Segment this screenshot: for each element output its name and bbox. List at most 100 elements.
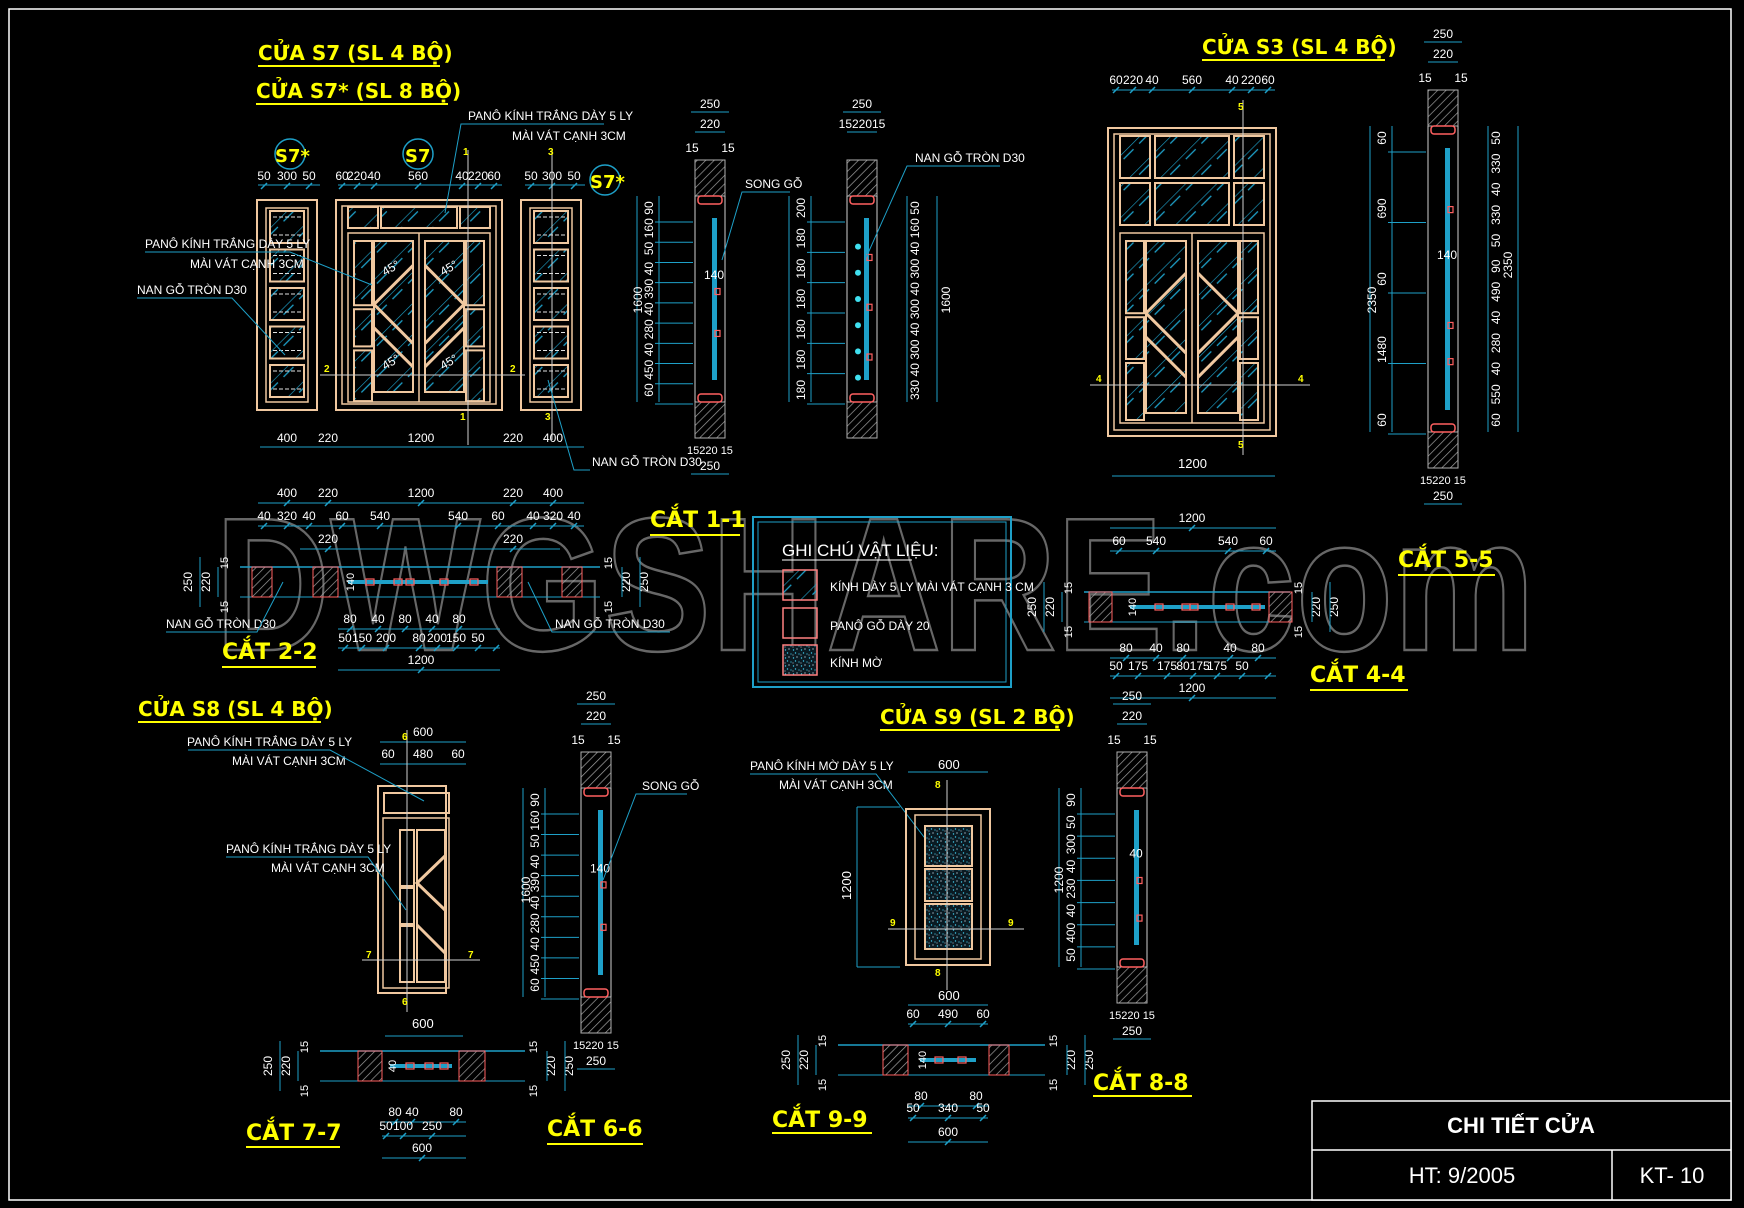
dimension-label: 15220 15: [1420, 475, 1466, 487]
dimension-label: 40: [1489, 182, 1503, 196]
dimension-tick: [401, 625, 409, 633]
dimension-label: 1480: [1375, 336, 1389, 363]
dimension-label: 1600: [939, 286, 953, 313]
dimension-label: 140: [917, 1051, 929, 1069]
dimension-tick: [509, 499, 517, 507]
dimension-label: 250: [562, 1056, 576, 1076]
wall-hatch: [988, 1044, 1010, 1076]
dimension-label: 40: [528, 937, 542, 951]
door-s9-elevation-group: CỬA S9 (SL 2 BỘ) PANÔ KÍNH MỜ DÀY 5 LY M…: [750, 704, 1075, 1006]
rail-profile: [393, 578, 403, 586]
dimension-label: 140: [590, 862, 610, 876]
diagonal-muntin: [423, 326, 466, 368]
rail-profile: [1136, 876, 1143, 885]
dimension-tick: [494, 522, 502, 530]
legend-label-glass: KÍNH DÀY 5 LY MÀI VÁT CẠNH 3 CM: [830, 579, 1034, 594]
dimension-tick: [417, 499, 425, 507]
diagonal-muntin: [1144, 336, 1188, 379]
dimension-label: 90: [642, 201, 656, 215]
dimension-label: 560: [1182, 73, 1202, 87]
dimension-label: 40: [425, 612, 439, 626]
dimension-label: 600: [412, 1141, 432, 1155]
glass-pane: [465, 349, 485, 403]
dimension-tick: [324, 545, 332, 553]
dimension-label: 220: [1123, 73, 1143, 87]
dimension-label: 40: [1489, 310, 1503, 324]
dimension-label: 1200: [408, 486, 435, 500]
dimension-label: 50: [908, 201, 922, 215]
dimension-label: 60: [906, 1007, 920, 1021]
dimension-label: 60: [335, 509, 349, 523]
diagonal-muntin: [1143, 272, 1188, 355]
glass-pane: [1197, 240, 1239, 414]
note-mai-vat-canh: MÀI VÁT CẠNH 3CM: [512, 128, 626, 143]
glass-strip: [712, 218, 717, 380]
dimension-label: 40: [1223, 641, 1237, 655]
dimension-label: 160: [528, 810, 542, 830]
dimension-label: 1600: [631, 286, 645, 313]
dimension-label: 540: [1146, 534, 1166, 548]
section-title-9-9: CẮT 9-9: [772, 1104, 868, 1133]
dimension-tick: [428, 625, 436, 633]
wall-hatch: [846, 159, 878, 197]
dimension-label: 40: [1489, 362, 1503, 376]
dimension-label: 250: [422, 1119, 442, 1133]
glass-pane: [1125, 240, 1145, 315]
dimension-label: 175: [1128, 659, 1148, 673]
rail-profile: [405, 1062, 415, 1070]
dimension-label: 140: [1437, 248, 1457, 262]
legend-title: GHI CHÚ VẬT LIỆU:: [782, 541, 939, 560]
dimension-label: 220: [503, 532, 523, 546]
dimension-tick: [972, 1102, 980, 1110]
dimension-label: 450: [642, 359, 656, 379]
dimension-label: 250: [1122, 1024, 1142, 1038]
dimension-tick: [1163, 672, 1171, 680]
glass-strip: [348, 580, 488, 584]
rail-profile: [714, 287, 721, 296]
glass-pane: [1239, 240, 1259, 315]
dimension-label: 50: [976, 1101, 990, 1115]
nan-go-rod-dot: [855, 348, 861, 355]
dimension-label: 50: [528, 834, 542, 848]
dimension-label: 330: [908, 380, 922, 400]
section-3-3: 2501522015200180180180180180180501604030…: [788, 97, 1025, 439]
section-marker-4: 4: [1298, 374, 1304, 385]
dimension-label: 250: [779, 1050, 793, 1070]
rail-profile: [866, 353, 873, 361]
dimension-label: 490: [938, 1007, 958, 1021]
dimension-label: 15: [1143, 733, 1157, 747]
dimension-label: 40: [1064, 859, 1078, 873]
dimension-label: 80: [1251, 641, 1265, 655]
dimension-label: 15: [219, 601, 231, 613]
frame-profile: [1430, 423, 1456, 433]
diagonal-muntin: [372, 326, 415, 368]
dimension-label: 1600: [519, 876, 533, 903]
dimension-tick: [358, 644, 366, 652]
glass-pane: [1125, 316, 1145, 361]
dimension-tick: [1148, 86, 1156, 94]
dimension-tick: [474, 644, 482, 652]
dimension-tick: [260, 522, 268, 530]
dimension-tick: [418, 1154, 426, 1162]
dimension-label: 50: [524, 169, 538, 183]
dimension-label: 15: [1293, 626, 1305, 638]
dimension-tick: [370, 182, 378, 190]
glass-pane: [416, 829, 446, 983]
dimension-label: 40: [526, 509, 540, 523]
legend-label-wood-panel: PANÔ GỖ DÀY 20: [830, 618, 930, 633]
dimension-tick: [549, 522, 557, 530]
dimension-tick: [458, 182, 466, 190]
dimension-label: 220: [318, 486, 338, 500]
wall-hatch: [357, 1050, 383, 1082]
glass-strip: [864, 218, 869, 380]
dimension-tick: [944, 1138, 952, 1146]
title-s7: CỬA S7 (SL 4 BỘ): [258, 40, 453, 65]
dimension-label: 220: [619, 572, 633, 592]
dimension-label: 40: [455, 169, 469, 183]
diagonal-muntin: [423, 264, 467, 345]
glass-pane: [269, 325, 305, 360]
note-pano-kinh-trang: PANÔ KÍNH TRẮNG DÀY 5 LY: [468, 108, 633, 123]
dimension-tick: [283, 182, 291, 190]
dimension-tick: [1224, 547, 1232, 555]
